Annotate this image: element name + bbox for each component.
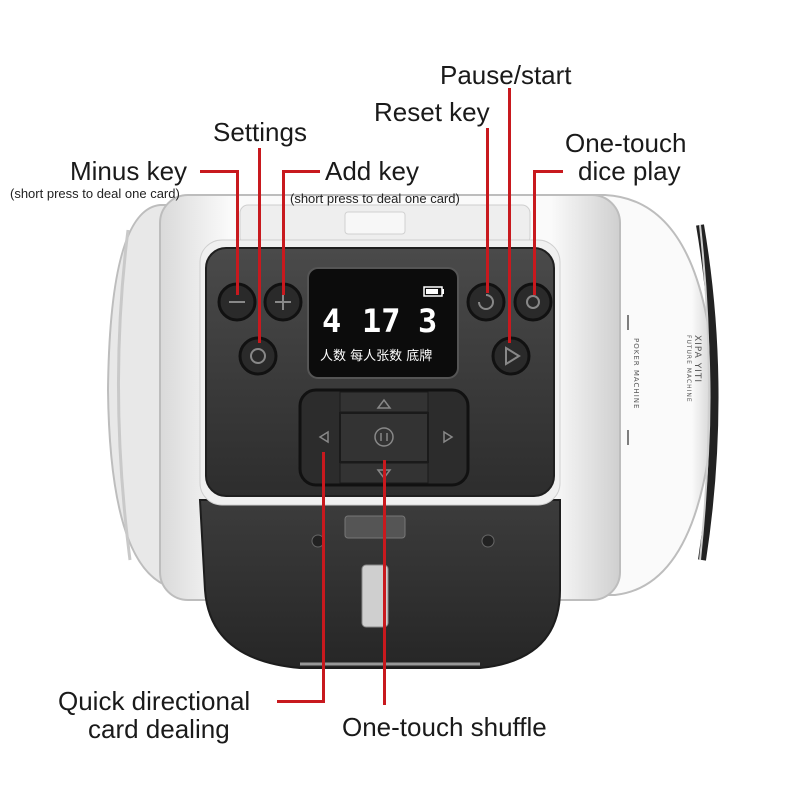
display-caption: 人数 每人张数 底牌 — [320, 349, 433, 364]
label-one-touch-dice-2: dice play — [578, 156, 681, 186]
callout-line — [533, 170, 563, 173]
label-one-touch-dice-1: One-touch — [565, 128, 687, 158]
label-quick-dealing-1: Quick directional — [58, 686, 251, 716]
display-players: 4 — [322, 302, 342, 340]
label-minus-key: Minus key — [70, 156, 188, 186]
pause-start-button[interactable] — [491, 336, 531, 376]
side-model-text: POKER MACHINE — [632, 338, 640, 410]
label-pause-start: Pause/start — [440, 60, 572, 90]
label-minus-key-sub: (short press to deal one card) — [10, 186, 180, 201]
label-reset-key: Reset key — [374, 97, 490, 127]
callout-line — [533, 170, 536, 295]
callout-line — [282, 170, 285, 295]
label-one-touch-shuffle: One-touch shuffle — [342, 712, 547, 742]
display-bottom-cards: 3 — [418, 302, 438, 340]
label-quick-dealing-2: card dealing — [88, 714, 230, 744]
callout-line — [282, 170, 320, 173]
callout-line — [486, 128, 489, 293]
side-brand-text: XIPA YITI — [692, 335, 702, 383]
label-add-key: Add key — [325, 156, 419, 186]
callout-line — [236, 170, 239, 295]
callout-line — [322, 452, 325, 702]
settings-button[interactable] — [238, 336, 278, 376]
side-brand-sub-text: FUTURE MACHINE — [685, 335, 692, 403]
label-settings: Settings — [213, 117, 307, 147]
callout-line — [508, 88, 511, 343]
callout-line — [383, 460, 386, 705]
display-cards-per-player: 17 — [362, 302, 401, 340]
label-add-key-sub: (short press to deal one card) — [290, 191, 460, 206]
callout-line — [258, 148, 261, 343]
callout-line — [277, 700, 325, 703]
callout-line — [200, 170, 238, 173]
